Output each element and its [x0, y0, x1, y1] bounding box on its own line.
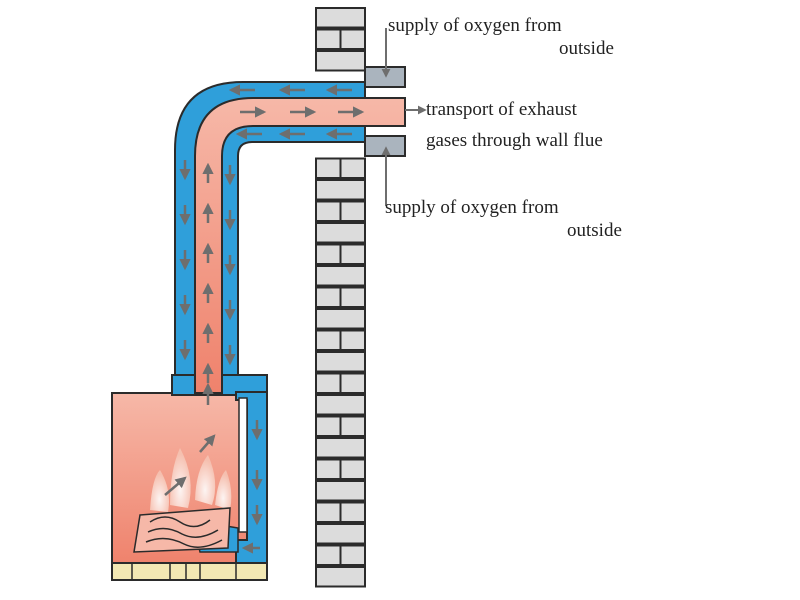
- brick: [339, 243, 366, 265]
- brick: [339, 501, 366, 523]
- brick: [315, 308, 366, 330]
- brick: [315, 394, 366, 416]
- brick-wall: [315, 7, 366, 588]
- brick: [315, 501, 342, 523]
- bottom-supply-label-line2: outside: [567, 220, 622, 241]
- brick: [339, 372, 366, 394]
- brick: [315, 480, 366, 502]
- combustion-arrow: [199, 434, 216, 453]
- top-supply-label-line2: outside: [559, 38, 614, 59]
- brick: [315, 157, 342, 179]
- brick: [315, 222, 366, 244]
- label-pointers: [381, 28, 427, 206]
- brick: [339, 28, 366, 50]
- brick: [315, 28, 342, 50]
- brick: [315, 566, 366, 588]
- brick: [339, 458, 366, 480]
- brick: [315, 7, 366, 29]
- flow-arrows: [164, 84, 365, 554]
- brick: [339, 286, 366, 308]
- inner-exhaust-flue: [194, 97, 406, 394]
- brick: [339, 544, 366, 566]
- brick: [315, 544, 342, 566]
- brick: [315, 265, 366, 287]
- brick: [315, 286, 342, 308]
- brick: [339, 415, 366, 437]
- top-supply-label-line1: supply of oxygen from: [388, 15, 562, 36]
- brick: [339, 329, 366, 351]
- bottom-supply-label-line1: supply of oxygen from: [385, 197, 559, 218]
- brick: [315, 351, 366, 373]
- exhaust-label-line2: gases through wall flue: [426, 130, 603, 151]
- base-panel: [111, 562, 268, 581]
- firebox-glass-pane: [238, 397, 248, 533]
- brick: [315, 200, 342, 222]
- brick: [315, 329, 342, 351]
- brick: [315, 415, 342, 437]
- brick: [339, 200, 366, 222]
- combustion-arrow: [164, 476, 187, 496]
- brick: [315, 437, 366, 459]
- brick: [339, 157, 366, 179]
- brick: [315, 243, 342, 265]
- brick: [315, 458, 342, 480]
- brick: [315, 179, 366, 201]
- brick: [315, 50, 366, 72]
- grate: [133, 507, 231, 553]
- exhaust-label-line1: transport of exhaust: [426, 99, 577, 120]
- brick: [315, 372, 342, 394]
- brick: [315, 523, 366, 545]
